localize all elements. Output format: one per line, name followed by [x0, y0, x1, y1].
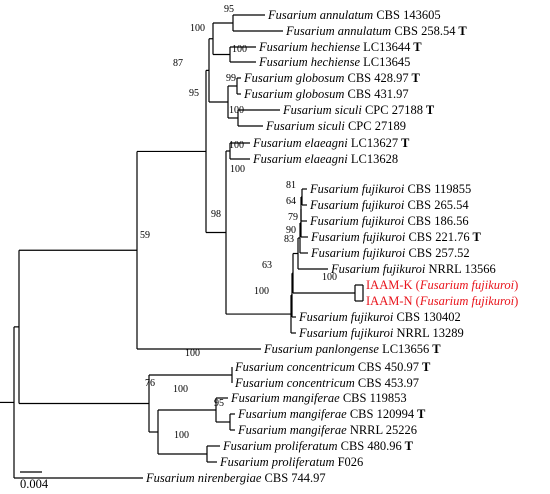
bootstrap-value: 99	[226, 73, 236, 84]
taxon-label: Fusarium mangiferae NRRL 25226	[237, 423, 417, 437]
taxon-label: IAAM-K (Fusarium fujikuroi)	[366, 278, 518, 292]
taxon-label: Fusarium concentricum CBS 453.97	[234, 376, 419, 390]
bootstrap-value: 100	[254, 286, 269, 297]
taxon-label: Fusarium fujikuroi CBS 130402	[298, 310, 461, 324]
scale-bar: 0.004	[20, 471, 49, 491]
taxon-label: Fusarium fujikuroi NRRL 13566	[330, 262, 496, 276]
taxon-label: Fusarium annulatum CBS 258.54 T	[285, 24, 467, 38]
bootstrap-value: 95	[224, 4, 234, 15]
taxon-label: Fusarium concentricum CBS 450.97 T	[234, 360, 431, 374]
bootstrap-value: 87	[173, 58, 183, 69]
taxon-label: Fusarium elaeagni LC13628	[252, 152, 398, 166]
bootstrap-value: 100	[229, 105, 244, 116]
taxon-label: Fusarium fujikuroi NRRL 13289	[298, 326, 464, 340]
taxon-label: Fusarium elaeagni LC13627 T	[252, 136, 410, 150]
taxon-label: Fusarium fujikuroi CBS 257.52	[310, 246, 470, 260]
taxon-label: Fusarium fujikuroi CBS 265.54	[309, 198, 469, 212]
taxon-label: Fusarium proliferatum F026	[219, 455, 363, 469]
bootstrap-value: 100	[230, 164, 245, 175]
bootstrap-value: 100	[174, 430, 189, 441]
taxon-label: Fusarium fujikuroi CBS 186.56	[309, 214, 469, 228]
bootstrap-value: 100	[190, 23, 205, 34]
bootstrap-value: 64	[286, 196, 296, 207]
bootstrap-value: 63	[262, 260, 272, 271]
bootstrap-value: 76	[145, 378, 155, 389]
tree-branches	[0, 14, 364, 479]
taxon-label: Fusarium panlongense LC13656 T	[263, 342, 441, 356]
taxon-label: Fusarium nirenbergiae CBS 744.97	[145, 471, 326, 485]
bootstrap-value: 95	[189, 88, 199, 99]
bootstrap-value: 90	[286, 225, 296, 236]
taxon-label: Fusarium fujikuroi CBS 221.76 T	[310, 230, 482, 244]
taxon-label: Fusarium mangiferae CBS 119853	[230, 391, 407, 405]
taxon-label: Fusarium siculi CPC 27188 T	[282, 103, 435, 117]
scale-bar-label: 0.004	[20, 477, 49, 491]
bootstrap-value: 59	[140, 230, 150, 241]
bootstrap-value: 79	[288, 212, 298, 223]
taxon-label: Fusarium mangiferae CBS 120994 T	[237, 407, 426, 421]
bootstrap-value: 100	[229, 140, 244, 151]
taxon-label: Fusarium hechiense LC13644 T	[258, 40, 422, 54]
bootstrap-value: 83	[284, 234, 294, 245]
taxon-label: IAAM-N (Fusarium fujikuroi)	[366, 294, 518, 308]
bootstrap-value: 95	[214, 398, 224, 409]
taxon-label: Fusarium annulatum CBS 143605	[267, 8, 441, 22]
taxon-label: Fusarium hechiense LC13645	[258, 55, 410, 69]
taxon-label: Fusarium globosum CBS 431.97	[243, 87, 409, 101]
bootstrap-value: 100	[322, 272, 337, 283]
taxon-label: Fusarium globosum CBS 428.97 T	[243, 71, 421, 85]
bootstrap-value: 100	[185, 348, 200, 359]
bootstrap-value: 100	[232, 44, 247, 55]
bootstrap-value: 98	[211, 209, 221, 220]
taxon-label: Fusarium proliferatum CBS 480.96 T	[222, 439, 414, 453]
bootstrap-value: 81	[286, 180, 296, 191]
bootstrap-value: 100	[173, 384, 188, 395]
taxon-label: Fusarium siculi CPC 27189	[265, 119, 406, 133]
taxon-label: Fusarium fujikuroi CBS 119855	[309, 182, 471, 196]
